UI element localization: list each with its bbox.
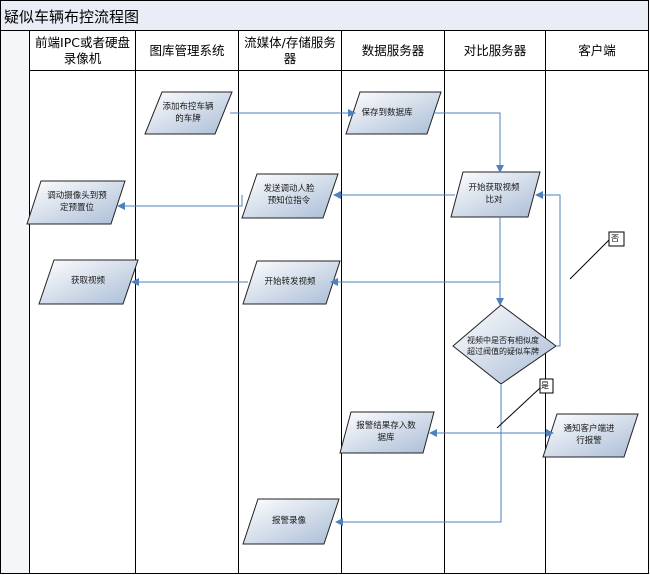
- yes-mark: 是: [541, 381, 549, 390]
- title-bar: [1, 1, 648, 30]
- callout-yes-box: [539, 378, 554, 394]
- step-add-plate: 添加布控车辆的车牌: [162, 102, 214, 124]
- arrow-preset-to-camera: [117, 195, 243, 210]
- lane-header-compare-server: 对比服务器: [463, 43, 527, 58]
- shape-save-alarm: [339, 411, 435, 454]
- shape-notify-client: [542, 413, 639, 458]
- step-get-video: 获取视频: [70, 276, 105, 286]
- shape-save-db: [345, 91, 442, 135]
- page-title: 疑似车辆布控流程图: [4, 8, 140, 26]
- shape-get-video: [38, 259, 139, 305]
- lane-header-data-server: 数据服务器: [361, 43, 425, 58]
- step-forward-video: 开始转发视频: [264, 277, 316, 287]
- step-alarm-record: 报警录像: [271, 516, 306, 526]
- shape-call-camera: [26, 180, 126, 225]
- step-send-preset: 发送调动人脸预知位指令: [263, 184, 315, 206]
- step-save-db: 保存到数据库: [361, 108, 413, 118]
- callout-yes-leader: [496, 387, 541, 429]
- left-strip: [1, 31, 29, 573]
- callout-no-box: [608, 231, 625, 247]
- lane-header-media-storage: 流媒体/存储服务器: [244, 35, 336, 66]
- lane-header-client: 客户端: [578, 43, 616, 58]
- no-mark: 否: [611, 234, 619, 243]
- shape-start-compare: [450, 171, 541, 218]
- callout-no-leader: [569, 239, 610, 280]
- step-decision: 视频中是否有相似度超过阀值的疑似车牌: [467, 336, 539, 356]
- step-notify-client: 通知客户端进行报警: [563, 424, 615, 446]
- shape-alarm-record: [242, 498, 340, 545]
- arrow-save-to-compare: [434, 112, 504, 173]
- step-save-alarm: 报警结果存入数据库: [356, 421, 416, 443]
- shape-forward-video: [242, 260, 341, 305]
- shape-send-preset: [241, 173, 339, 219]
- step-call-camera: 调动摄像头到预定预置位: [47, 191, 107, 213]
- arrow-yes-to-record: [335, 433, 502, 526]
- shape-add-plate: [144, 91, 233, 135]
- lane-header-gallery: 图库管理系统: [149, 43, 225, 58]
- lane-header-front-ipc: 前端IPC或者硬盘录像机: [35, 35, 130, 66]
- step-start-compare: 开始获取视频比对: [468, 183, 520, 205]
- arrow-no-loop: [535, 191, 561, 347]
